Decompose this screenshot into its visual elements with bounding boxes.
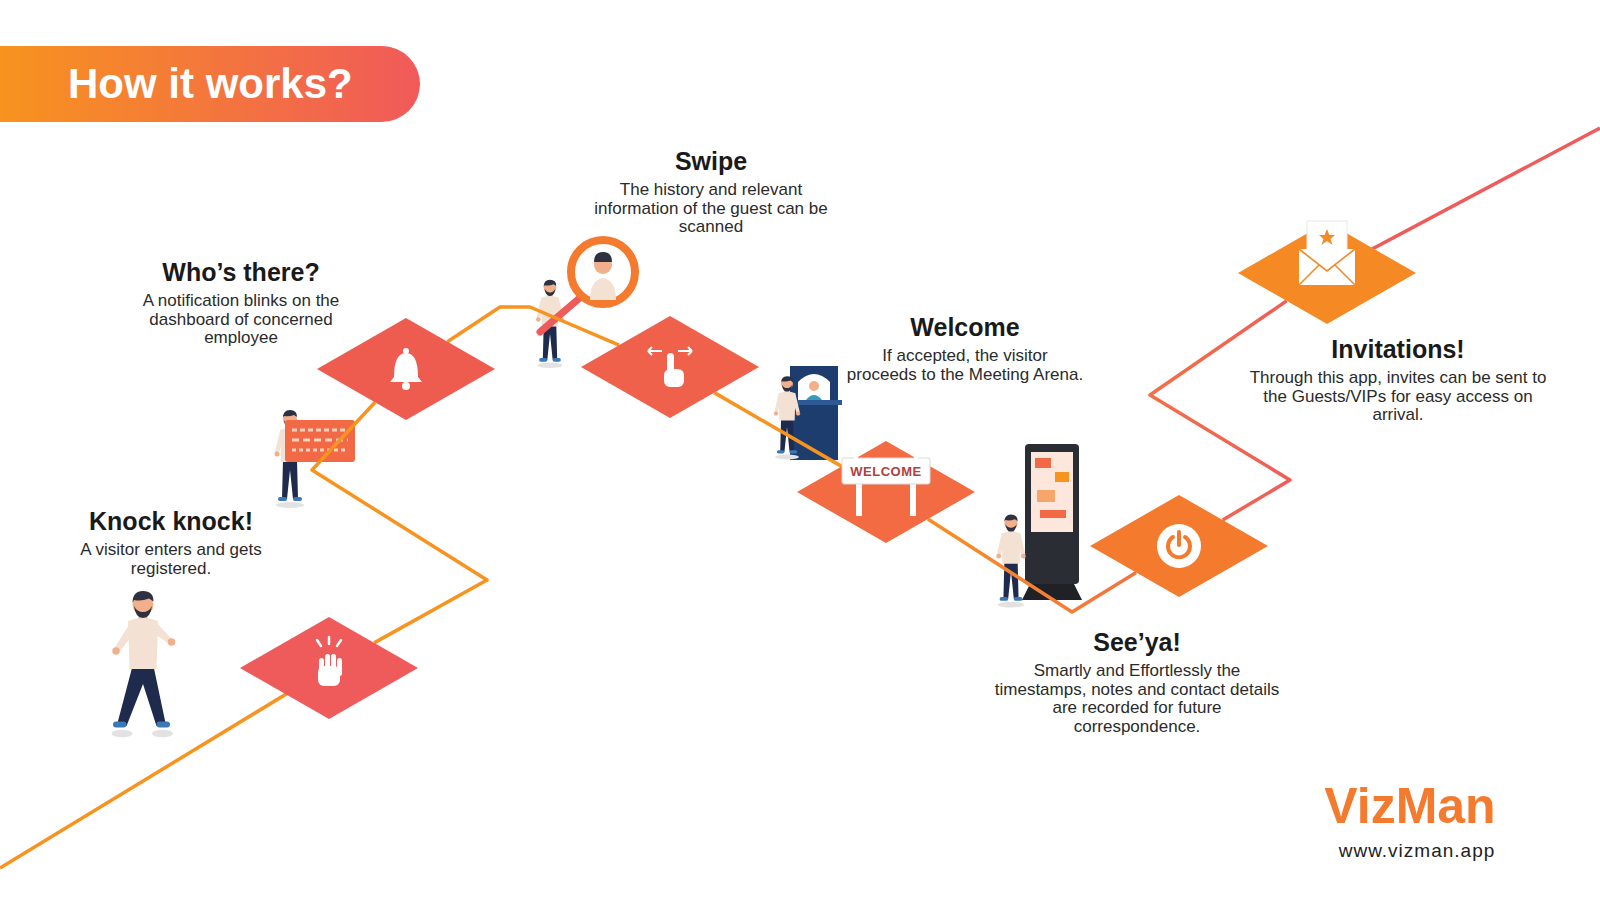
icon-finger <box>331 654 336 672</box>
icon-power-disc <box>1157 524 1201 568</box>
envelope-flap <box>1299 249 1355 285</box>
sign-post-top <box>854 452 858 459</box>
flow-connector <box>928 519 1136 612</box>
icon-swipe-arrows <box>648 347 692 355</box>
step-diamond: SwipeThe history and relevant informatio… <box>581 316 759 418</box>
diamond-shape <box>581 316 759 418</box>
title-pill: How it works? <box>0 46 420 122</box>
step-icon <box>317 637 342 686</box>
lens-shoulders <box>590 278 616 300</box>
icon-knock-mark <box>317 640 321 646</box>
diamond-outline <box>317 318 495 420</box>
icon-power-bar <box>1177 532 1181 545</box>
step-text: Welcome If accepted, the visitor proceeds… <box>845 312 1085 384</box>
diamond-shape <box>317 318 495 420</box>
icon-envelope <box>1299 249 1355 285</box>
step-heading: Invitations! <box>1248 334 1548 364</box>
step-icon <box>1299 221 1355 285</box>
step-text: Knock knock! A visitor enters and gets re… <box>64 506 279 578</box>
step-description: Smartly and Effortlessly the timestamps,… <box>987 662 1287 736</box>
sign-post <box>856 482 862 516</box>
diamond-shape <box>1238 222 1416 324</box>
diamond-outline <box>1238 222 1416 324</box>
step-description: Through this app, invites can be sent to… <box>1248 369 1548 425</box>
step-heading: Who’s there? <box>129 257 354 287</box>
sign-post-top <box>914 452 918 459</box>
logo-text: VizMan <box>1324 777 1495 835</box>
receptionist-head <box>809 381 819 391</box>
step-diamond: Invitations!Through this app, invites ca… <box>1238 222 1416 324</box>
kiosk-screen <box>1031 452 1073 532</box>
diamond-outline <box>581 316 759 418</box>
board-row <box>292 449 348 452</box>
step-description: A notification blinks on the dashboard o… <box>129 292 354 348</box>
step-icon <box>842 452 930 516</box>
diamond-shape <box>240 617 418 719</box>
diamond-shape <box>1090 495 1268 597</box>
step-icon <box>648 347 692 387</box>
step-text: Who’s there? A notification blinks on the… <box>129 257 354 348</box>
step-heading: Swipe <box>579 146 844 176</box>
logo-url: www.vizman.app <box>1339 840 1496 862</box>
icon-bell-clapper <box>402 382 410 390</box>
icon-bell <box>390 353 422 382</box>
icon-finger <box>337 658 342 676</box>
icon-finger <box>325 654 330 672</box>
step-description: A visitor enters and gets registered. <box>64 541 279 578</box>
flow-connector <box>312 402 487 643</box>
step-description: The history and relevant information of … <box>579 181 844 237</box>
icon-bell-top <box>403 348 409 354</box>
sign-text: WELCOME <box>850 464 921 479</box>
step-heading: Welcome <box>845 312 1085 342</box>
booth-window <box>798 374 830 400</box>
step-diamond: WelcomeIf accepted, the visitor proceeds… <box>797 441 975 543</box>
step-icon <box>1157 524 1201 568</box>
step-text: Invitations! Through this app, invites ca… <box>1248 334 1548 425</box>
sign-post <box>910 482 916 516</box>
diamond-outline <box>1090 495 1268 597</box>
walking-visitor <box>112 591 176 737</box>
magnifier-lens <box>571 240 635 304</box>
diamond-outline <box>797 441 975 543</box>
visitor-at-booth <box>774 376 800 459</box>
step-heading: See’ya! <box>987 627 1287 657</box>
screen-block <box>1037 490 1055 502</box>
lens-hair <box>594 252 612 262</box>
icon-knock-mark <box>337 640 341 646</box>
screen-block <box>1040 510 1066 518</box>
step-description: If accepted, the visitor proceeds to the… <box>845 347 1085 384</box>
step-icon <box>390 348 422 390</box>
kiosk <box>1025 444 1079 584</box>
invite-star <box>1319 229 1335 245</box>
screen-block <box>1035 458 1051 468</box>
path-lead-in <box>0 668 329 868</box>
step-heading: Knock knock! <box>64 506 279 536</box>
step-diamond: Who’s there?A notification blinks on the… <box>317 318 495 420</box>
step-text: See’ya! Smartly and Effortlessly the time… <box>987 627 1287 736</box>
title-text: How it works? <box>0 46 420 122</box>
step-diamond: See’ya!Smartly and Effortlessly the time… <box>1090 495 1268 597</box>
receptionist-body <box>806 395 822 400</box>
diamond-shape <box>797 441 975 543</box>
flow-connector <box>1150 301 1290 520</box>
man-at-kiosk <box>996 514 1025 607</box>
screen-block <box>1055 472 1069 482</box>
flow-connector <box>714 393 841 467</box>
icon-palm <box>664 369 684 387</box>
step-diamond: Knock knock!A visitor enters and gets re… <box>240 617 418 719</box>
diamond-outline <box>240 617 418 719</box>
dashboard-board <box>285 420 355 462</box>
flow-connector <box>447 307 619 345</box>
icon-finger <box>319 658 324 676</box>
step-text: SwipeThe history and relevant informatio… <box>579 146 844 237</box>
board-row <box>292 429 348 432</box>
welcome-sign <box>842 458 930 484</box>
icon-knock-mark <box>328 637 331 644</box>
